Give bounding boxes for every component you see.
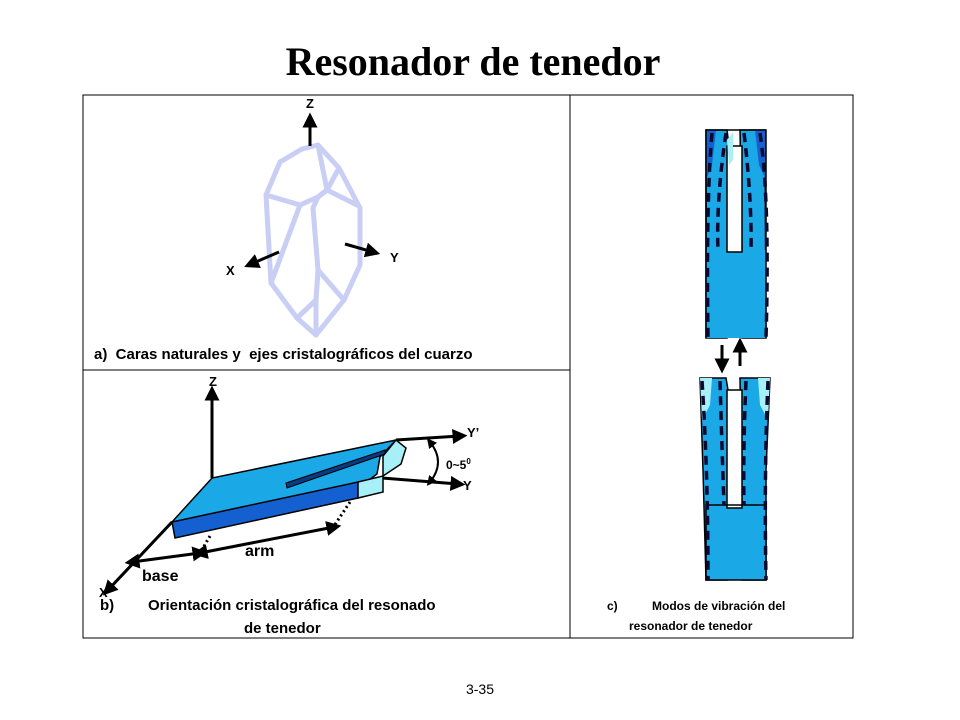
base-label: base (142, 568, 179, 585)
panel-b-axis-x: X (99, 585, 108, 600)
panel-frame-right (569, 94, 854, 639)
quartz-crystal (263, 142, 363, 338)
angle-superscript: 0 (466, 457, 471, 466)
panel-c-caption-line1: Modos de vibración del (652, 599, 785, 613)
panel-a-axes (244, 112, 381, 268)
panel-b-caption-line1: Orientación cristalográfica del resonado (148, 597, 436, 614)
panel-a-axis-x: X (226, 263, 235, 278)
panel-b-caption-prefix: b) (100, 597, 114, 614)
panel-a-caption: a) Caras naturales y ejes cristalográfic… (94, 346, 473, 363)
panel-a-axis-y: Y (390, 250, 399, 265)
panel-c-caption-prefix: c) (607, 599, 618, 613)
arm-label: arm (245, 543, 274, 560)
dimension-lines (124, 501, 352, 569)
panel-b-axis-y-prime: Y’ (467, 425, 479, 440)
fork-mode-top (705, 129, 769, 339)
fork-mode-bottom (699, 377, 771, 581)
vibration-arrows (714, 337, 748, 374)
page-number: 3-35 (465, 681, 495, 697)
panel-b-axis-z: Z (209, 374, 217, 389)
panel-c-caption-line2: resonador de tenedor (629, 619, 753, 633)
tuning-fork-3d (171, 438, 407, 539)
panel-b-caption-line2: de tenedor (244, 620, 321, 637)
angle-label: 0~50 (446, 457, 471, 472)
panel-b-axis-y: Y (463, 478, 472, 493)
panel-a-axis-z: Z (306, 96, 314, 111)
angle-arc (426, 438, 439, 486)
page-title: Resonador de tenedor (285, 39, 661, 84)
